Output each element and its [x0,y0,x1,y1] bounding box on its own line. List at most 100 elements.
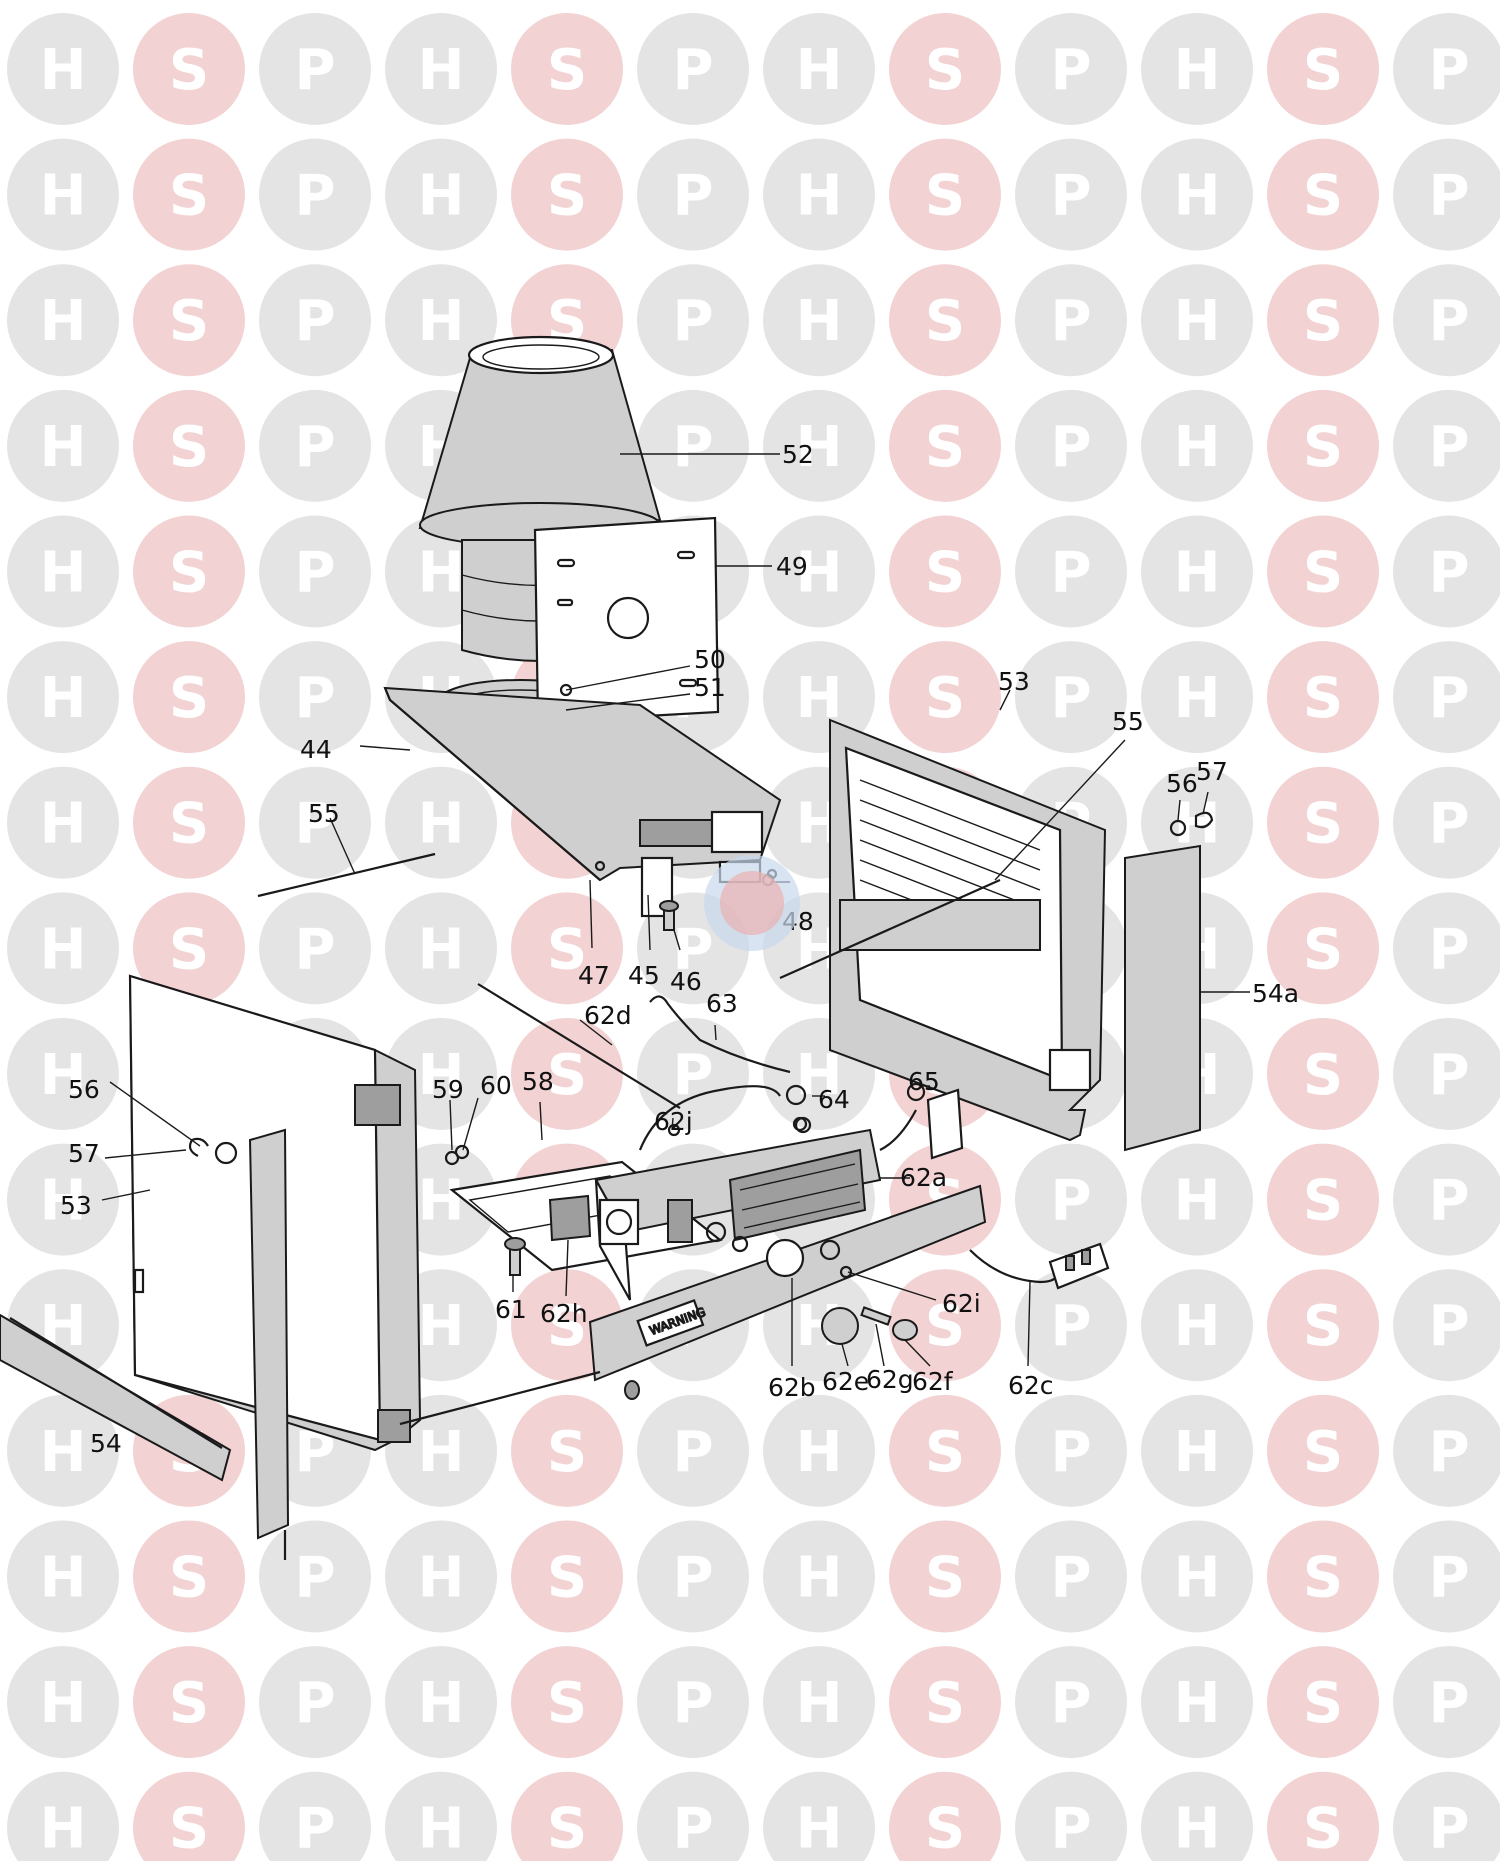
watermark-circle-h [385,138,497,251]
watermark-circle-s [1267,515,1379,628]
callout-52: 52 [782,440,814,469]
watermark-letter-p: P [1428,164,1469,229]
part-54a-side-panel-strip [1124,811,1214,1152]
watermark-circle-s [133,515,245,628]
watermark-circle-s [1267,1394,1379,1507]
watermark-circle-p [259,13,371,125]
watermark-letter-h: H [796,38,843,103]
part-62g-spindle [860,1306,892,1326]
watermark-circle-s [1267,1771,1379,1861]
watermark-letter-h: H [40,1797,87,1861]
watermark-letter-p: P [672,164,713,229]
watermark-circle-h [1141,1143,1253,1256]
watermark-letter-h: H [418,540,465,605]
exploded-parts-drawing: WARNING [0,335,1299,1560]
watermark-letter-h: H [40,164,87,229]
watermark-letter-h: H [1174,666,1221,731]
watermark-circle-s [889,1520,1001,1633]
watermark-letter-h: H [796,1043,843,1108]
watermark-circle-s [133,892,245,1005]
watermark-circle-s [133,138,245,251]
watermark-letter-s: S [1303,289,1343,354]
watermark-letter-p: P [294,164,335,229]
callout-57-right: 57 [1196,757,1228,786]
watermark-circle-p [1015,1646,1127,1759]
watermark-letter-h: H [1174,1169,1221,1234]
part-53-right-casing [829,718,1107,1142]
callout-55-left: 55 [308,799,340,828]
watermark-circle-s [133,1771,245,1861]
watermark-letter-p: P [1050,415,1091,480]
watermark-letter-h: H [40,917,87,982]
watermark-circle-s [1267,1143,1379,1256]
watermark-circle-h [763,13,875,125]
watermark-letter-p: P [294,666,335,731]
watermark-circle-h [763,1394,875,1507]
watermark-letter-s: S [169,164,209,229]
watermark-letter-s: S [169,38,209,103]
watermark-circle-p [1015,1143,1127,1256]
watermark-circle-p [637,389,749,502]
watermark-letter-h: H [1174,1671,1221,1736]
watermark-letter-p: P [1428,792,1469,857]
part-49-mounting-plate [533,516,720,724]
watermark-circle-p [1393,1394,1500,1507]
watermark-letter-p: P [672,38,713,103]
watermark-circle-h [7,515,119,628]
watermark-letter-h: H [1174,38,1221,103]
callout-labels: 52 49 50 51 44 53 55 56 57 55 48 47 45 4… [60,440,1299,1458]
watermark-letter-p: P [1428,1169,1469,1234]
watermark-letter-p: P [1428,1797,1469,1861]
watermark-letter-h: H [1174,1420,1221,1485]
callout-55-right: 55 [1112,707,1144,736]
watermark-letter-s: S [547,1043,587,1108]
watermark-circle-s [889,264,1001,377]
watermark-letter-s: S [169,1545,209,1610]
watermark-circle-p [1015,1771,1127,1861]
callout-54a: 54a [1252,979,1299,1008]
callout-62f: 62f [912,1367,954,1396]
watermark-letter-p: P [672,1797,713,1861]
callout-45: 45 [628,961,660,990]
watermark-letter-p: P [1050,38,1091,103]
watermark-letter-h: H [796,289,843,354]
watermark-letter-h: H [1174,1797,1221,1861]
watermark-circle-p [1393,515,1500,628]
watermark-letter-s: S [925,289,965,354]
watermark-circle-s [133,641,245,754]
watermark-letter-s: S [547,1671,587,1736]
part-65-bracket [879,1082,964,1160]
watermark-circle-h [7,389,119,502]
watermark-circle-h [763,138,875,251]
watermark-letter-h: H [1174,1545,1221,1610]
watermark-letter-s: S [925,1671,965,1736]
watermark-circle-s [1267,264,1379,377]
watermark-circle-p [1015,641,1127,754]
watermark-letter-h: H [40,289,87,354]
watermark-letter-s: S [169,289,209,354]
watermark-circle-h [763,389,875,502]
watermark-circle-p [637,13,749,125]
watermark-circle-h [763,1771,875,1861]
watermark-circle-h [7,1017,119,1130]
watermark-circle-h [763,264,875,377]
watermark-circle-p [1393,1017,1500,1130]
watermark-circle-s [511,892,623,1005]
watermark-circle-p [1393,641,1500,754]
part-62f-cap [892,1319,918,1341]
watermark-letter-h: H [40,1545,87,1610]
watermark-letter-p: P [1428,1043,1469,1108]
watermark-letter-s: S [547,38,587,103]
watermark-circle-p [259,641,371,754]
watermark-circle-s [889,1771,1001,1861]
callout-56-left: 56 [68,1075,100,1104]
watermark-circle-s [1267,1269,1379,1382]
watermark-letter-s: S [169,666,209,731]
watermark-letter-h: H [418,38,465,103]
watermark-letter-p: P [1050,1169,1091,1234]
watermark-circle-h [763,515,875,628]
watermark-circle-p [637,1520,749,1633]
callout-65: 65 [908,1067,940,1096]
